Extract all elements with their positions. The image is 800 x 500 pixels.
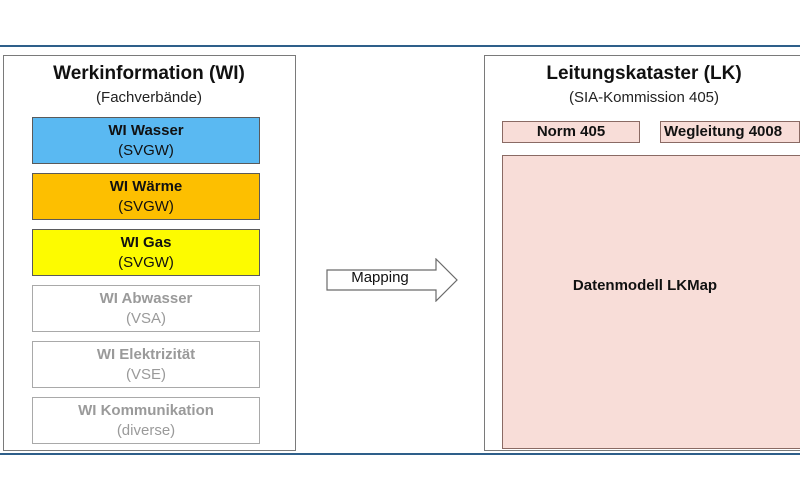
- wi-abwasser-box: WI Abwasser (VSA): [32, 285, 260, 332]
- wi-elektrizitaet-name: WI Elektrizität: [96, 346, 196, 363]
- leitungskataster-panel: Leitungskataster (LK) (SIA-Kommission 40…: [484, 55, 800, 451]
- wi-wasser-org: (SVGW): [118, 142, 174, 159]
- werkinformation-subtitle: (Fachverbände): [96, 89, 202, 106]
- werkinformation-title: Werkinformation (WI): [53, 63, 245, 84]
- wi-kommunikation-box: WI Kommunikation (diverse): [32, 397, 260, 444]
- wi-wasser-name: WI Wasser: [108, 122, 184, 139]
- mapping-arrow-icon: [326, 258, 458, 302]
- wi-waerme-name: WI Wärme: [109, 178, 183, 195]
- leitungskataster-subtitle: (SIA-Kommission 405): [568, 89, 720, 106]
- top-rule: [0, 45, 800, 47]
- wi-abwasser-name: WI Abwasser: [99, 290, 193, 307]
- wi-waerme-box: WI Wärme (SVGW): [32, 173, 260, 220]
- norm-405-box: Norm 405: [502, 121, 640, 143]
- wi-gas-box: WI Gas (SVGW): [32, 229, 260, 276]
- wi-wasser-box: WI Wasser (SVGW): [32, 117, 260, 164]
- bottom-rule: [0, 453, 800, 455]
- datenmodell-lkmap-label: Datenmodell LKMap: [572, 277, 718, 294]
- wegleitung-4008-box: Wegleitung 4008: [660, 121, 800, 143]
- datenmodell-lkmap-box: Datenmodell LKMap: [502, 155, 800, 449]
- wi-abwasser-org: (VSA): [125, 310, 166, 327]
- wi-elektrizitaet-box: WI Elektrizität (VSE): [32, 341, 260, 388]
- leitungskataster-title: Leitungskataster (LK): [546, 63, 742, 84]
- wi-gas-name: WI Gas: [120, 234, 172, 251]
- wi-kommunikation-name: WI Kommunikation: [78, 402, 214, 419]
- wi-gas-org: (SVGW): [118, 254, 174, 271]
- wi-elektrizitaet-org: (VSE): [125, 366, 166, 383]
- werkinformation-panel: Werkinformation (WI) (Fachverbände) WI W…: [3, 55, 296, 451]
- mapping-label: Mapping: [351, 269, 409, 286]
- wi-waerme-org: (SVGW): [118, 198, 174, 215]
- wi-kommunikation-org: (diverse): [116, 422, 176, 439]
